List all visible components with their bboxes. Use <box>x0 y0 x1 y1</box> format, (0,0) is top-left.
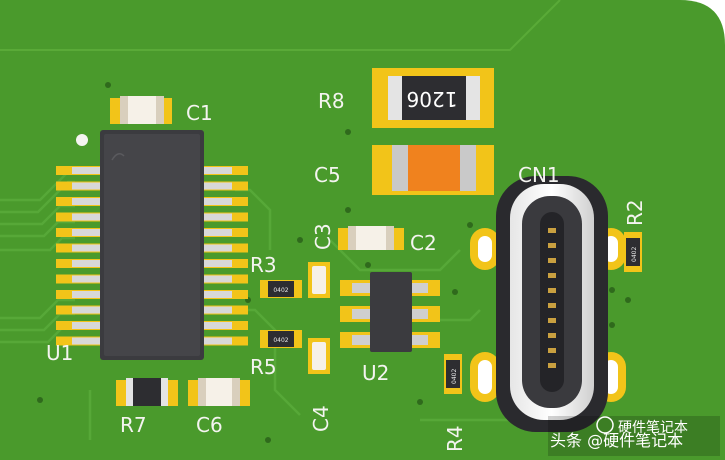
u1-pin-lead <box>72 275 102 283</box>
resistor-r7 <box>116 378 178 406</box>
u1-pin-lead <box>202 182 232 190</box>
capacitor-c1 <box>110 96 172 124</box>
chat-bubble-icon <box>596 416 614 434</box>
usb-contact <box>548 228 556 233</box>
label-c4: C4 <box>309 405 333 432</box>
u1-pin-lead <box>72 244 102 252</box>
u1-pin-lead <box>202 213 232 221</box>
usb-contact <box>548 243 556 248</box>
label-r2: R2 <box>623 199 647 226</box>
ic-u2 <box>340 272 440 352</box>
r5-marking: 0402 <box>273 337 288 344</box>
u1-pin-lead <box>202 198 232 205</box>
label-r4: R4 <box>443 425 467 452</box>
label-r8: R8 <box>318 89 345 113</box>
usb-c-connector-cn1 <box>470 176 626 432</box>
label-r5: R5 <box>250 355 277 379</box>
capacitor-c3 <box>308 262 330 298</box>
label-c6: C6 <box>196 413 223 437</box>
usb-contact <box>548 333 556 338</box>
u1-pin-lead <box>72 260 102 267</box>
label-r3: R3 <box>250 253 277 277</box>
u1-pin-lead <box>202 229 232 236</box>
u1-pin-lead <box>202 291 232 298</box>
u1-pin-lead <box>72 229 102 236</box>
watermark-text: 头条 @硬件笔记本 <box>550 431 683 450</box>
label-u2: U2 <box>362 361 389 385</box>
label-c5: C5 <box>314 163 341 187</box>
u1-pin-lead <box>202 337 232 345</box>
u1-pin-lead <box>202 167 232 174</box>
u1-pin-lead <box>202 244 232 252</box>
ic-u1 <box>56 130 248 360</box>
u1-pin-lead <box>202 260 232 267</box>
resistor-r2: 0402 <box>624 232 642 272</box>
u1-pin-lead <box>202 306 232 314</box>
label-c3: C3 <box>311 223 335 250</box>
label-c1: C1 <box>186 101 213 125</box>
board-edge <box>0 0 561 51</box>
capacitor-c5 <box>372 145 494 195</box>
usb-contact <box>548 318 556 323</box>
usb-contact <box>548 303 556 308</box>
u1-pin-lead <box>72 213 102 221</box>
usb-contact <box>548 348 556 353</box>
r8-marking: 1206 <box>407 87 458 111</box>
usb-contact <box>548 288 556 293</box>
usb-contact <box>548 273 556 278</box>
label-c2: C2 <box>410 231 437 255</box>
r4-marking: 0402 <box>451 369 458 384</box>
vias <box>37 82 631 443</box>
watermark-logo-text: 硬件笔记本 <box>618 420 688 436</box>
resistor-r5: 0402 <box>260 330 302 348</box>
u1-pin-lead <box>72 291 102 298</box>
u1-pin-lead <box>72 306 102 314</box>
usb-contact <box>548 258 556 263</box>
capacitor-c6 <box>188 378 250 406</box>
r2-marking: 0402 <box>631 247 638 262</box>
resistor-r4: 0402 <box>444 354 462 394</box>
capacitor-c4 <box>308 338 330 374</box>
u1-pin-lead <box>202 322 232 329</box>
u1-pin-lead <box>72 182 102 190</box>
label-u1: U1 <box>46 341 73 365</box>
u1-pin-lead <box>72 322 102 329</box>
u1-pin-lead <box>72 198 102 205</box>
usb-contact <box>548 363 556 368</box>
u1-pin-lead <box>72 337 102 345</box>
resistor-r3: 0402 <box>260 280 302 298</box>
u1-pin-lead <box>72 167 102 174</box>
capacitor-c2 <box>338 226 404 250</box>
watermark: 硬件笔记本 头条 @硬件笔记本 <box>548 416 720 456</box>
label-cn1: CN1 <box>518 163 560 187</box>
u1-pin-lead <box>202 275 232 283</box>
resistor-r8: 1206 <box>372 68 494 128</box>
r3-marking: 0402 <box>273 287 288 294</box>
label-r7: R7 <box>120 413 147 437</box>
